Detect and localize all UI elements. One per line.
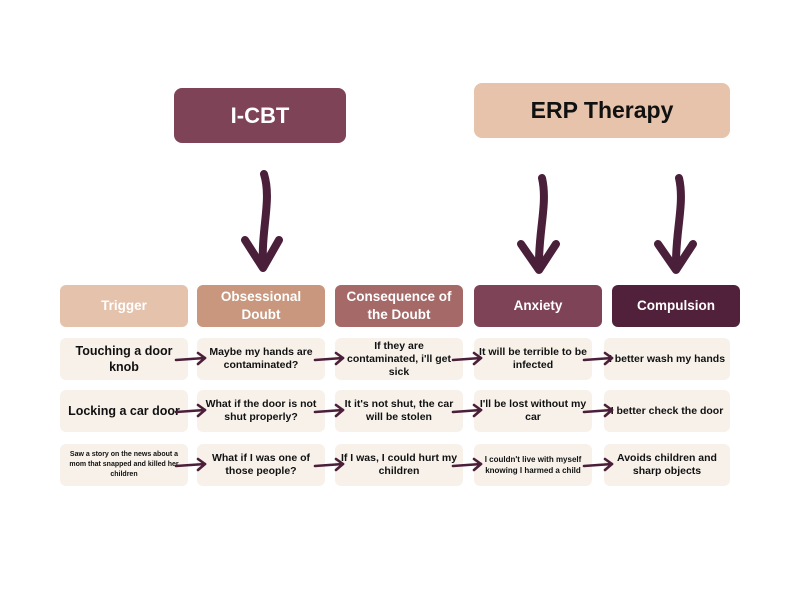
row2-trigger-cell: Locking a car door bbox=[60, 390, 188, 432]
right-arrow-icon bbox=[582, 403, 614, 418]
row2-compulsion-cell: I better check the door bbox=[604, 390, 730, 432]
row1-anxiety-cell: It will be terrible to be infected bbox=[474, 338, 592, 380]
row1-consequence-cell: If they are contaminated, i'll get sick bbox=[335, 338, 463, 380]
row3-doubt-text: What if I was one of those people? bbox=[211, 452, 310, 477]
row1-trigger-cell: Touching a door knob bbox=[60, 338, 188, 380]
erp-therapy-title-box: ERP Therapy bbox=[474, 83, 730, 138]
header-obsessional-doubt: Obsessional Doubt bbox=[197, 285, 325, 327]
header-anxiety: Anxiety bbox=[474, 285, 602, 327]
row2-doubt-cell: What if the door is not shut properly? bbox=[197, 390, 325, 432]
row3-consequence-cell: If I was, I could hurt my children bbox=[335, 444, 463, 486]
header-consequence: Consequence of the Doubt bbox=[335, 285, 463, 327]
header-compulsion: Compulsion bbox=[612, 285, 740, 327]
right-arrow-icon bbox=[451, 351, 483, 366]
header-trigger: Trigger bbox=[60, 285, 188, 327]
right-arrow-icon bbox=[451, 403, 483, 418]
erp-therapy-title: ERP Therapy bbox=[530, 97, 674, 123]
right-arrow-icon bbox=[582, 457, 614, 472]
row3-trigger-cell: Saw a story on the news about a mom that… bbox=[60, 444, 188, 486]
row2-doubt-text: What if the door is not shut properly? bbox=[205, 398, 317, 423]
right-arrow-icon bbox=[313, 457, 345, 472]
row3-consequence-text: If I was, I could hurt my children bbox=[340, 452, 458, 477]
row3-compulsion-text: Avoids children and sharp objects bbox=[617, 452, 717, 477]
right-arrow-icon bbox=[451, 457, 483, 472]
row3-anxiety-cell: I couldn't live with myself knowing I ha… bbox=[474, 444, 592, 486]
right-arrow-icon bbox=[313, 351, 345, 366]
curved-down-arrow-icon bbox=[241, 170, 283, 272]
row2-consequence-text: It it's not shut, the car will be stolen bbox=[344, 398, 454, 423]
icbt-title: I-CBT bbox=[230, 102, 290, 128]
right-arrow-icon bbox=[313, 403, 345, 418]
row1-anxiety-text: It will be terrible to be infected bbox=[479, 346, 587, 371]
icbt-title-box: I-CBT bbox=[174, 88, 346, 143]
row3-trigger-text: Saw a story on the news about a mom that… bbox=[69, 451, 179, 478]
row3-anxiety-text: I couldn't live with myself knowing I ha… bbox=[484, 455, 582, 475]
header-anxiety-label: Anxiety bbox=[513, 298, 563, 313]
right-arrow-icon bbox=[582, 351, 614, 366]
row1-doubt-cell: Maybe my hands are contaminated? bbox=[197, 338, 325, 380]
row1-consequence-text: If they are contaminated, i'll get sick bbox=[346, 339, 451, 378]
header-trigger-label: Trigger bbox=[101, 298, 147, 313]
row2-anxiety-text: I'll be lost without my car bbox=[479, 398, 587, 423]
row2-compulsion-text: I better check the door bbox=[610, 404, 724, 417]
row3-doubt-cell: What if I was one of those people? bbox=[197, 444, 325, 486]
right-arrow-icon bbox=[174, 457, 207, 472]
row2-consequence-cell: It it's not shut, the car will be stolen bbox=[335, 390, 463, 432]
curved-down-arrow-icon bbox=[517, 174, 560, 274]
row2-trigger-text: Locking a car door bbox=[68, 404, 180, 418]
curved-down-arrow-icon bbox=[654, 174, 697, 274]
header-consequence-label: Consequence of the Doubt bbox=[346, 289, 452, 322]
header-obsessional-doubt-label: Obsessional Doubt bbox=[220, 289, 302, 322]
row3-compulsion-cell: Avoids children and sharp objects bbox=[604, 444, 730, 486]
header-compulsion-label: Compulsion bbox=[637, 298, 715, 313]
right-arrow-icon bbox=[174, 351, 207, 366]
right-arrow-icon bbox=[174, 403, 207, 418]
row1-compulsion-text: I better wash my hands bbox=[608, 352, 726, 365]
row2-anxiety-cell: I'll be lost without my car bbox=[474, 390, 592, 432]
row1-trigger-text: Touching a door knob bbox=[75, 344, 173, 374]
row1-compulsion-cell: I better wash my hands bbox=[604, 338, 730, 380]
row1-doubt-text: Maybe my hands are contaminated? bbox=[209, 346, 313, 371]
